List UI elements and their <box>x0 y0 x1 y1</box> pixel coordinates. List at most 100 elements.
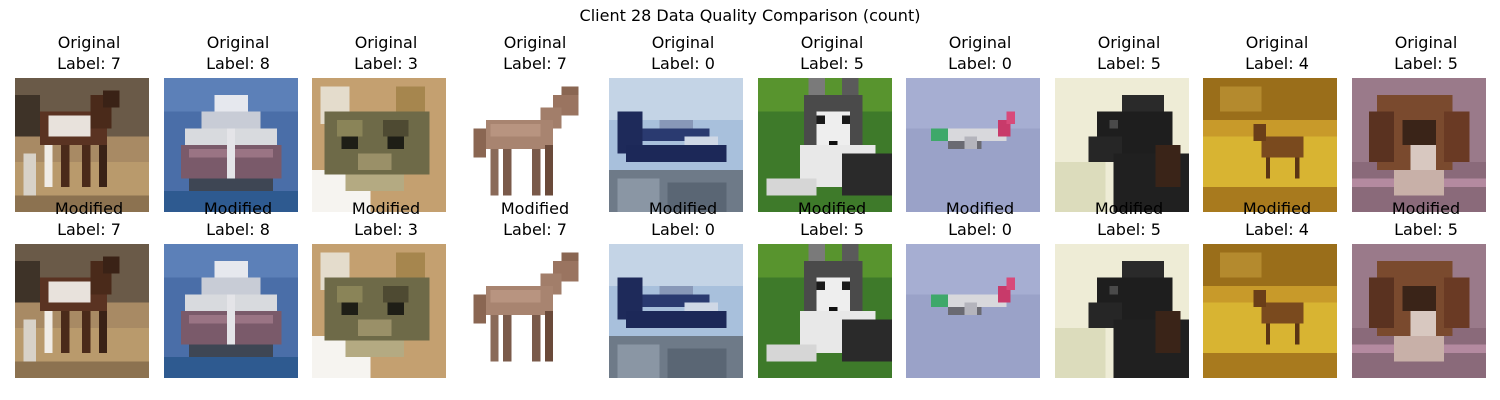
airplane-image <box>609 244 743 378</box>
horse-image <box>461 244 595 378</box>
panel-caption-label: Label: 5 <box>1394 54 1458 73</box>
horse-image <box>461 78 595 212</box>
deer-image <box>1203 244 1337 378</box>
panel-caption-label: Label: 5 <box>800 54 864 73</box>
panel-caption-label: Label: 7 <box>57 220 121 239</box>
dog-image <box>1352 244 1486 378</box>
panel-caption-kind: Original <box>948 33 1012 52</box>
panel-caption-label: Label: 4 <box>1245 220 1309 239</box>
panel-caption-kind: Modified <box>500 199 570 218</box>
ship-image <box>164 244 298 378</box>
panel-caption-kind: Modified <box>1094 199 1164 218</box>
panel-caption-label: Label: 0 <box>948 54 1012 73</box>
panel-caption-label: Label: 0 <box>651 54 715 73</box>
panel-caption-kind: Modified <box>648 199 718 218</box>
airplane-image <box>906 78 1040 212</box>
panel-caption-kind: Original <box>503 33 567 52</box>
horse-image <box>15 244 149 378</box>
panel-caption-label: Label: 5 <box>1394 220 1458 239</box>
dog-image <box>1055 78 1189 212</box>
panel-caption-kind: Modified <box>1391 199 1461 218</box>
ship-image <box>164 78 298 212</box>
panel-caption-label: Label: 8 <box>206 54 270 73</box>
panel-caption-kind: Original <box>354 33 418 52</box>
dog-image <box>1055 244 1189 378</box>
figure-title: Client 28 Data Quality Comparison (count… <box>579 6 921 25</box>
dog-image <box>758 78 892 212</box>
panel-caption-label: Label: 4 <box>1245 54 1309 73</box>
panel-caption-label: Label: 3 <box>354 220 418 239</box>
panel-caption-label: Label: 8 <box>206 220 270 239</box>
panel-caption-kind: Modified <box>1242 199 1312 218</box>
panel-caption-kind: Modified <box>203 199 273 218</box>
horse-image <box>15 78 149 212</box>
panel-caption-label: Label: 5 <box>1097 54 1161 73</box>
panel-caption-kind: Original <box>57 33 121 52</box>
airplane-image <box>609 78 743 212</box>
dog-image <box>758 244 892 378</box>
panel-caption-kind: Original <box>1394 33 1458 52</box>
panel-caption-label: Label: 0 <box>948 220 1012 239</box>
panel-caption-label: Label: 5 <box>800 220 864 239</box>
panel-caption-kind: Modified <box>945 199 1015 218</box>
panel-caption-kind: Modified <box>351 199 421 218</box>
cat-image <box>312 244 446 378</box>
cat-image <box>312 78 446 212</box>
panel-caption-kind: Original <box>206 33 270 52</box>
panel-caption-label: Label: 7 <box>503 220 567 239</box>
panel-caption-kind: Modified <box>797 199 867 218</box>
panel-caption-label: Label: 7 <box>57 54 121 73</box>
panel-caption-kind: Original <box>1097 33 1161 52</box>
panel-caption-kind: Original <box>651 33 715 52</box>
panel-caption-kind: Original <box>1245 33 1309 52</box>
panel-caption-label: Label: 7 <box>503 54 567 73</box>
dog-image <box>1352 78 1486 212</box>
panel-caption-label: Label: 0 <box>651 220 715 239</box>
panel-caption-kind: Modified <box>54 199 124 218</box>
panel-caption-label: Label: 3 <box>354 54 418 73</box>
airplane-image <box>906 244 1040 378</box>
panel-caption-kind: Original <box>800 33 864 52</box>
